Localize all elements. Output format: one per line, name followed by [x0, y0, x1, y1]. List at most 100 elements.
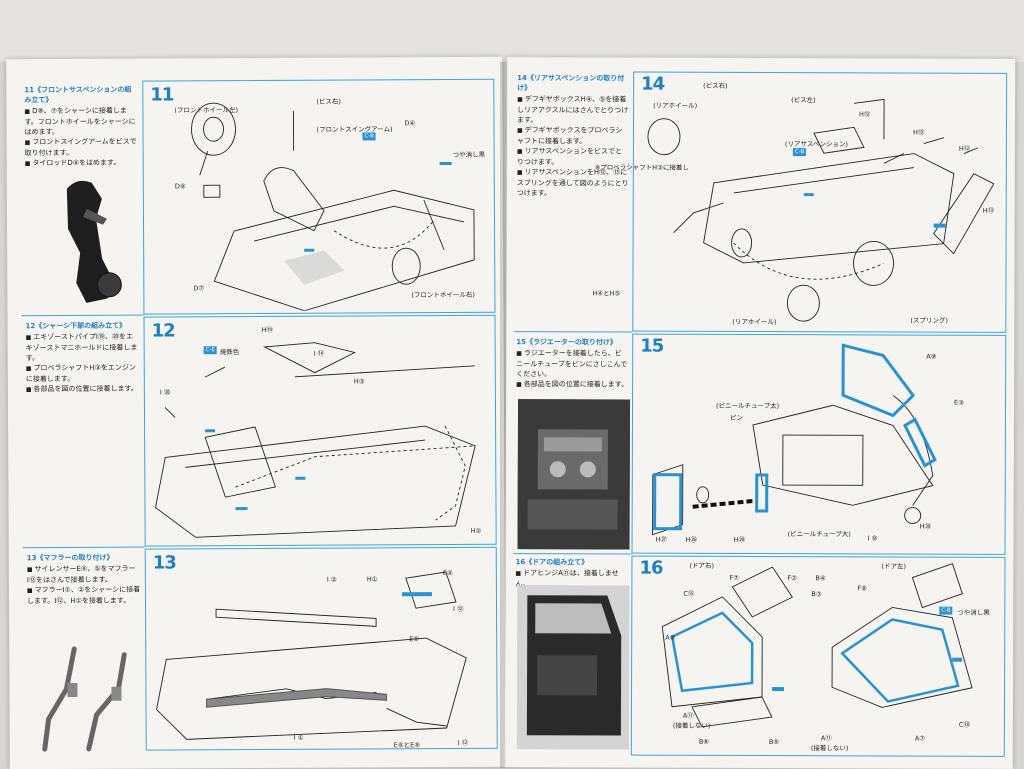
step11-label: (フロントスイングアーム) — [316, 125, 393, 134]
step15-label: I ⑨ — [867, 534, 878, 543]
step16-label: つや消し黒 — [957, 608, 990, 617]
step12-title: 12《シャーシ下部の組み立て》 — [25, 321, 127, 331]
step13-label: I ⑫ — [457, 738, 469, 747]
step16-title: 16《ドアの組み立て》 — [515, 558, 589, 567]
step12-bullet: プロペラシャフトH③をエンジンに接着します。 — [26, 363, 140, 385]
step15-label: (ビニールチューブ太) — [716, 401, 780, 411]
engine-bay-photo — [517, 399, 631, 550]
step14-bullet: デフギヤボックスをプロペラシャフトに接着します。 — [517, 125, 629, 146]
step14-label: (リアホイール) — [732, 317, 777, 327]
step14-caption: 14《リアサスペンションの取り付け》 デフギヤボックスH④、⑤を接着しリアアクス… — [517, 73, 629, 198]
step16-label: B③ — [811, 590, 822, 599]
step16-label: B⑤ — [768, 738, 780, 747]
step16-label: F⑦ — [729, 573, 740, 582]
step16-label: A⑦ — [914, 734, 926, 743]
step16-label: B⑥ — [698, 737, 710, 746]
step14-label: H⑫ — [958, 144, 971, 153]
step16-label: (接着しない) — [810, 744, 849, 753]
step13-bullet: サイレンサーE④、⑤をマフラーI⑫をはさんで接着します。 — [27, 564, 141, 586]
step11-bullet: フロントスイングアームをビスで取り付けます。 — [25, 137, 139, 159]
step11-label: (フロントホイール右) — [411, 290, 475, 300]
step13-label: E⑥とE⑨ — [393, 741, 421, 750]
step12-label: H⑲ — [261, 325, 273, 334]
step13-label: I ⑫ — [453, 604, 464, 613]
step11-label: つや消し黒 — [452, 150, 486, 159]
color-code-chip: C-B — [939, 606, 953, 615]
divider — [513, 553, 632, 555]
step15-label: H㉖ — [685, 535, 697, 544]
suspension-part-illustration — [66, 180, 122, 303]
step15-title: 15《ラジエーターの取り付け》 — [516, 338, 617, 347]
step14-label: (リアサスペンション) — [784, 140, 848, 149]
step14-label: (ビス左) — [791, 96, 816, 105]
divider — [21, 314, 144, 317]
step14-label: H⑬ — [912, 128, 925, 137]
step12-label: I ⑳ — [159, 388, 171, 397]
step15-label: ピン — [729, 413, 743, 422]
step16-label: A⑪ — [682, 711, 694, 720]
left-page: 11 12 13 11《フロントサスペンションの組み立て》 D⑧、⑦をシャーシに… — [6, 56, 506, 769]
step15-label: H⑳ — [919, 522, 932, 531]
step11-label: D④ — [404, 119, 416, 128]
step15-label: (ビニールチューブ大) — [787, 530, 851, 539]
step15-label: H㉙ — [733, 535, 745, 544]
step16-label: C⑱ — [958, 720, 970, 729]
step13-bullet: マフラーI①、②をシャーシに接着します。I⑫、H①を接着します。 — [27, 585, 141, 607]
step11-title: 11《フロントサスペンションの組み立て》 — [24, 85, 132, 105]
divider — [22, 546, 145, 549]
engine-photo-detail — [517, 399, 631, 550]
step12-bullet: エキゾーストパイプI⑲、⑳をエキゾーストマニホールドに接着します。 — [26, 332, 140, 364]
door-photo — [516, 585, 630, 750]
door-photo-detail — [516, 585, 630, 750]
step11-label: D⑦ — [193, 284, 205, 293]
step11-bullet: D⑧、⑦をシャーシに接着します。フロントホイールをシャーシにはめます。 — [24, 106, 138, 138]
step16-label: A⑧ — [665, 633, 676, 642]
step15-label: H㉗ — [655, 535, 667, 544]
muffler-part-illustration — [42, 646, 127, 752]
step12-label: 焼鉄色 — [219, 348, 240, 357]
step13-label: H① — [366, 575, 378, 584]
step12-bullet: 各部品を図の位置に接着します。 — [26, 384, 140, 396]
step15-label: E③ — [954, 398, 964, 407]
step13-label: E④ — [442, 568, 453, 578]
step15-diagram — [652, 343, 937, 536]
step16-label: C⑮ — [683, 589, 695, 598]
step16-label: F② — [787, 574, 798, 583]
right-page: 14 15 16 14《リアサスペンションの取り付け》 デフギヤボックスH④、⑤… — [504, 57, 1016, 769]
step14-bullet: デフギヤボックスH④、⑤を接着しリアアクスルにはさんでとりつけます。 — [517, 94, 629, 125]
step13-title: 13《マフラーの取り付け》 — [26, 553, 114, 563]
step16-label: (ドア左) — [881, 562, 907, 571]
step14-label: H⑬ — [982, 206, 995, 215]
book-gutter — [500, 62, 512, 768]
background-wall — [0, 0, 1024, 62]
step16-label: (接着しない) — [672, 721, 711, 730]
color-code-chip: C-E — [203, 346, 218, 355]
step14-label: (リアホイール) — [653, 101, 698, 110]
step13-diagram — [156, 571, 467, 740]
step16-label: B④ — [815, 574, 826, 583]
step12-diagram — [154, 342, 476, 538]
step14-label: (ビス右) — [703, 81, 728, 90]
step14-diagram — [647, 98, 995, 322]
step11-label: (ビス右) — [316, 97, 341, 106]
color-code-chip: C-B — [362, 132, 376, 141]
step11-label: D⑧ — [174, 182, 186, 191]
step11-label: (フロントホイール左) — [174, 106, 239, 115]
step16-diagram — [661, 563, 973, 728]
step16-label: A⑪ — [820, 734, 832, 743]
step11-caption: 11《フロントサスペンションの組み立て》 D⑧、⑦をシャーシに接着します。フロン… — [24, 85, 138, 170]
step12-label: H② — [470, 526, 482, 535]
step15-label: A⑨ — [926, 352, 937, 361]
step15-bullet: 各部品を図の位置に接着します。 — [516, 379, 628, 390]
step14-label: (スプリング) — [910, 316, 948, 325]
step15-bullet: ラジエーターを接着したら、ビニールチューブをピンにさしこんでください。 — [516, 348, 628, 379]
step14-label: H⑫ — [859, 110, 871, 119]
step13-label: I ② — [326, 575, 337, 584]
color-code-chip: C-B — [792, 148, 807, 157]
step13-label: E⑤ — [409, 635, 420, 644]
step14-label: H④とH⑤ — [592, 289, 621, 298]
step15-caption: 15《ラジエーターの取り付け》 ラジエーターを接着したら、ビニールチューブをピン… — [516, 337, 628, 390]
step13-label: I ① — [293, 733, 304, 742]
step13-caption: 13《マフラーの取り付け》 サイレンサーE④、⑤をマフラーI⑫をはさんで接着しま… — [27, 553, 141, 607]
step14-bullet: リアサスペンションをH⑫、⑬にスプリングを通して図のようにとりつけます。 — [517, 167, 629, 198]
